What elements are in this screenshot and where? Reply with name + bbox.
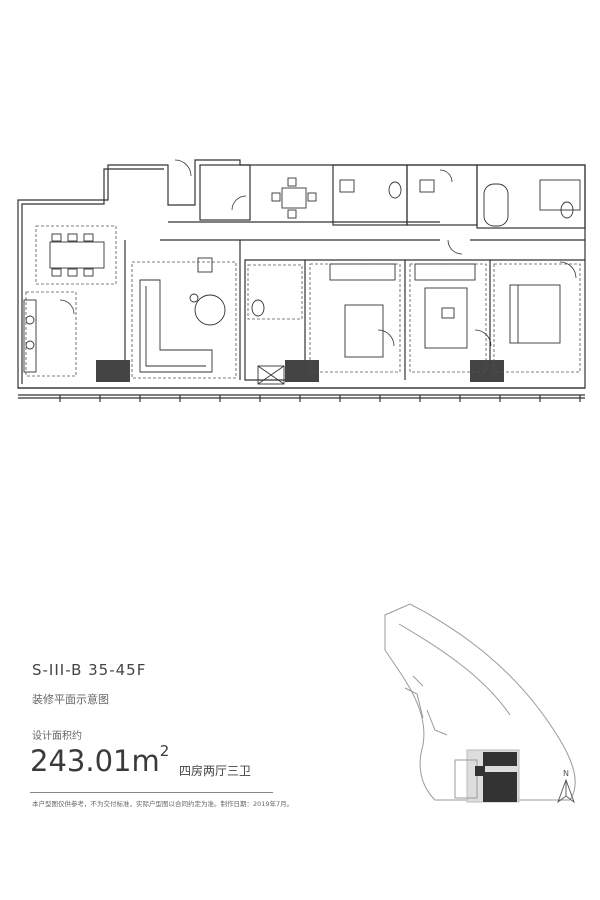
floor-plan [17,159,586,402]
site-plot-outline [454,759,478,799]
area-unit-superscript: 2 [159,742,170,761]
kitchen-ceiling [25,291,77,377]
area-label: 设计面积约 [32,731,82,742]
shaft [257,365,285,385]
window-mullions [59,395,581,402]
dining-table [49,241,105,269]
corridor-wall [160,221,585,241]
highlighted-unit [475,752,517,802]
bath-1 [332,164,408,226]
bed-2 [344,304,384,358]
bedroom-1-ceiling [493,263,581,373]
outer-wall [17,159,586,389]
living-wall [124,240,241,380]
bathtub [483,183,509,227]
living-ceiling-zone [131,261,237,379]
master-bath [476,164,586,229]
dining-table-zone [35,225,117,285]
entry-door [174,159,192,177]
site-road [398,623,511,736]
sink-1 [339,179,355,193]
coffee-table [194,294,226,326]
sofa [139,279,213,373]
plan-subtitle: 装修平面示意图 [32,693,109,706]
columns [96,360,504,382]
bed-1 [509,284,561,344]
area-number: 243.01m [30,744,160,778]
wardrobe-1 [539,179,581,211]
bath-3-ceiling [247,264,303,320]
dining-nook [199,164,251,221]
sink-2 [419,179,435,193]
north-label: N [563,769,569,778]
site-boundary [384,603,576,801]
breakfast-table [281,187,307,209]
wardrobe-3 [414,263,476,281]
disclaimer: 本户型图仅供参考，不为交付标准，实际户型图以合同约定为准。制作日期：2019年7… [32,800,294,808]
unit-code: S-III-B 35-45F [32,661,147,679]
toilet-3 [251,299,265,317]
kitchen-counter [23,299,37,373]
bedroom-2-wall [305,259,406,380]
room-layout: 四房两厅三卫 [179,764,252,778]
bath-2 [406,164,478,226]
wardrobe-2 [329,263,396,281]
divider [30,792,273,793]
north-arrow-icon: N [557,769,575,804]
site-plan: N [384,603,576,804]
tv-unit [197,257,213,273]
toilet-1 [388,181,402,199]
area-value: 243.01m2 [30,742,170,778]
window-strip [18,387,585,399]
inner-wall-line [21,168,164,384]
desk-3 [424,287,468,349]
